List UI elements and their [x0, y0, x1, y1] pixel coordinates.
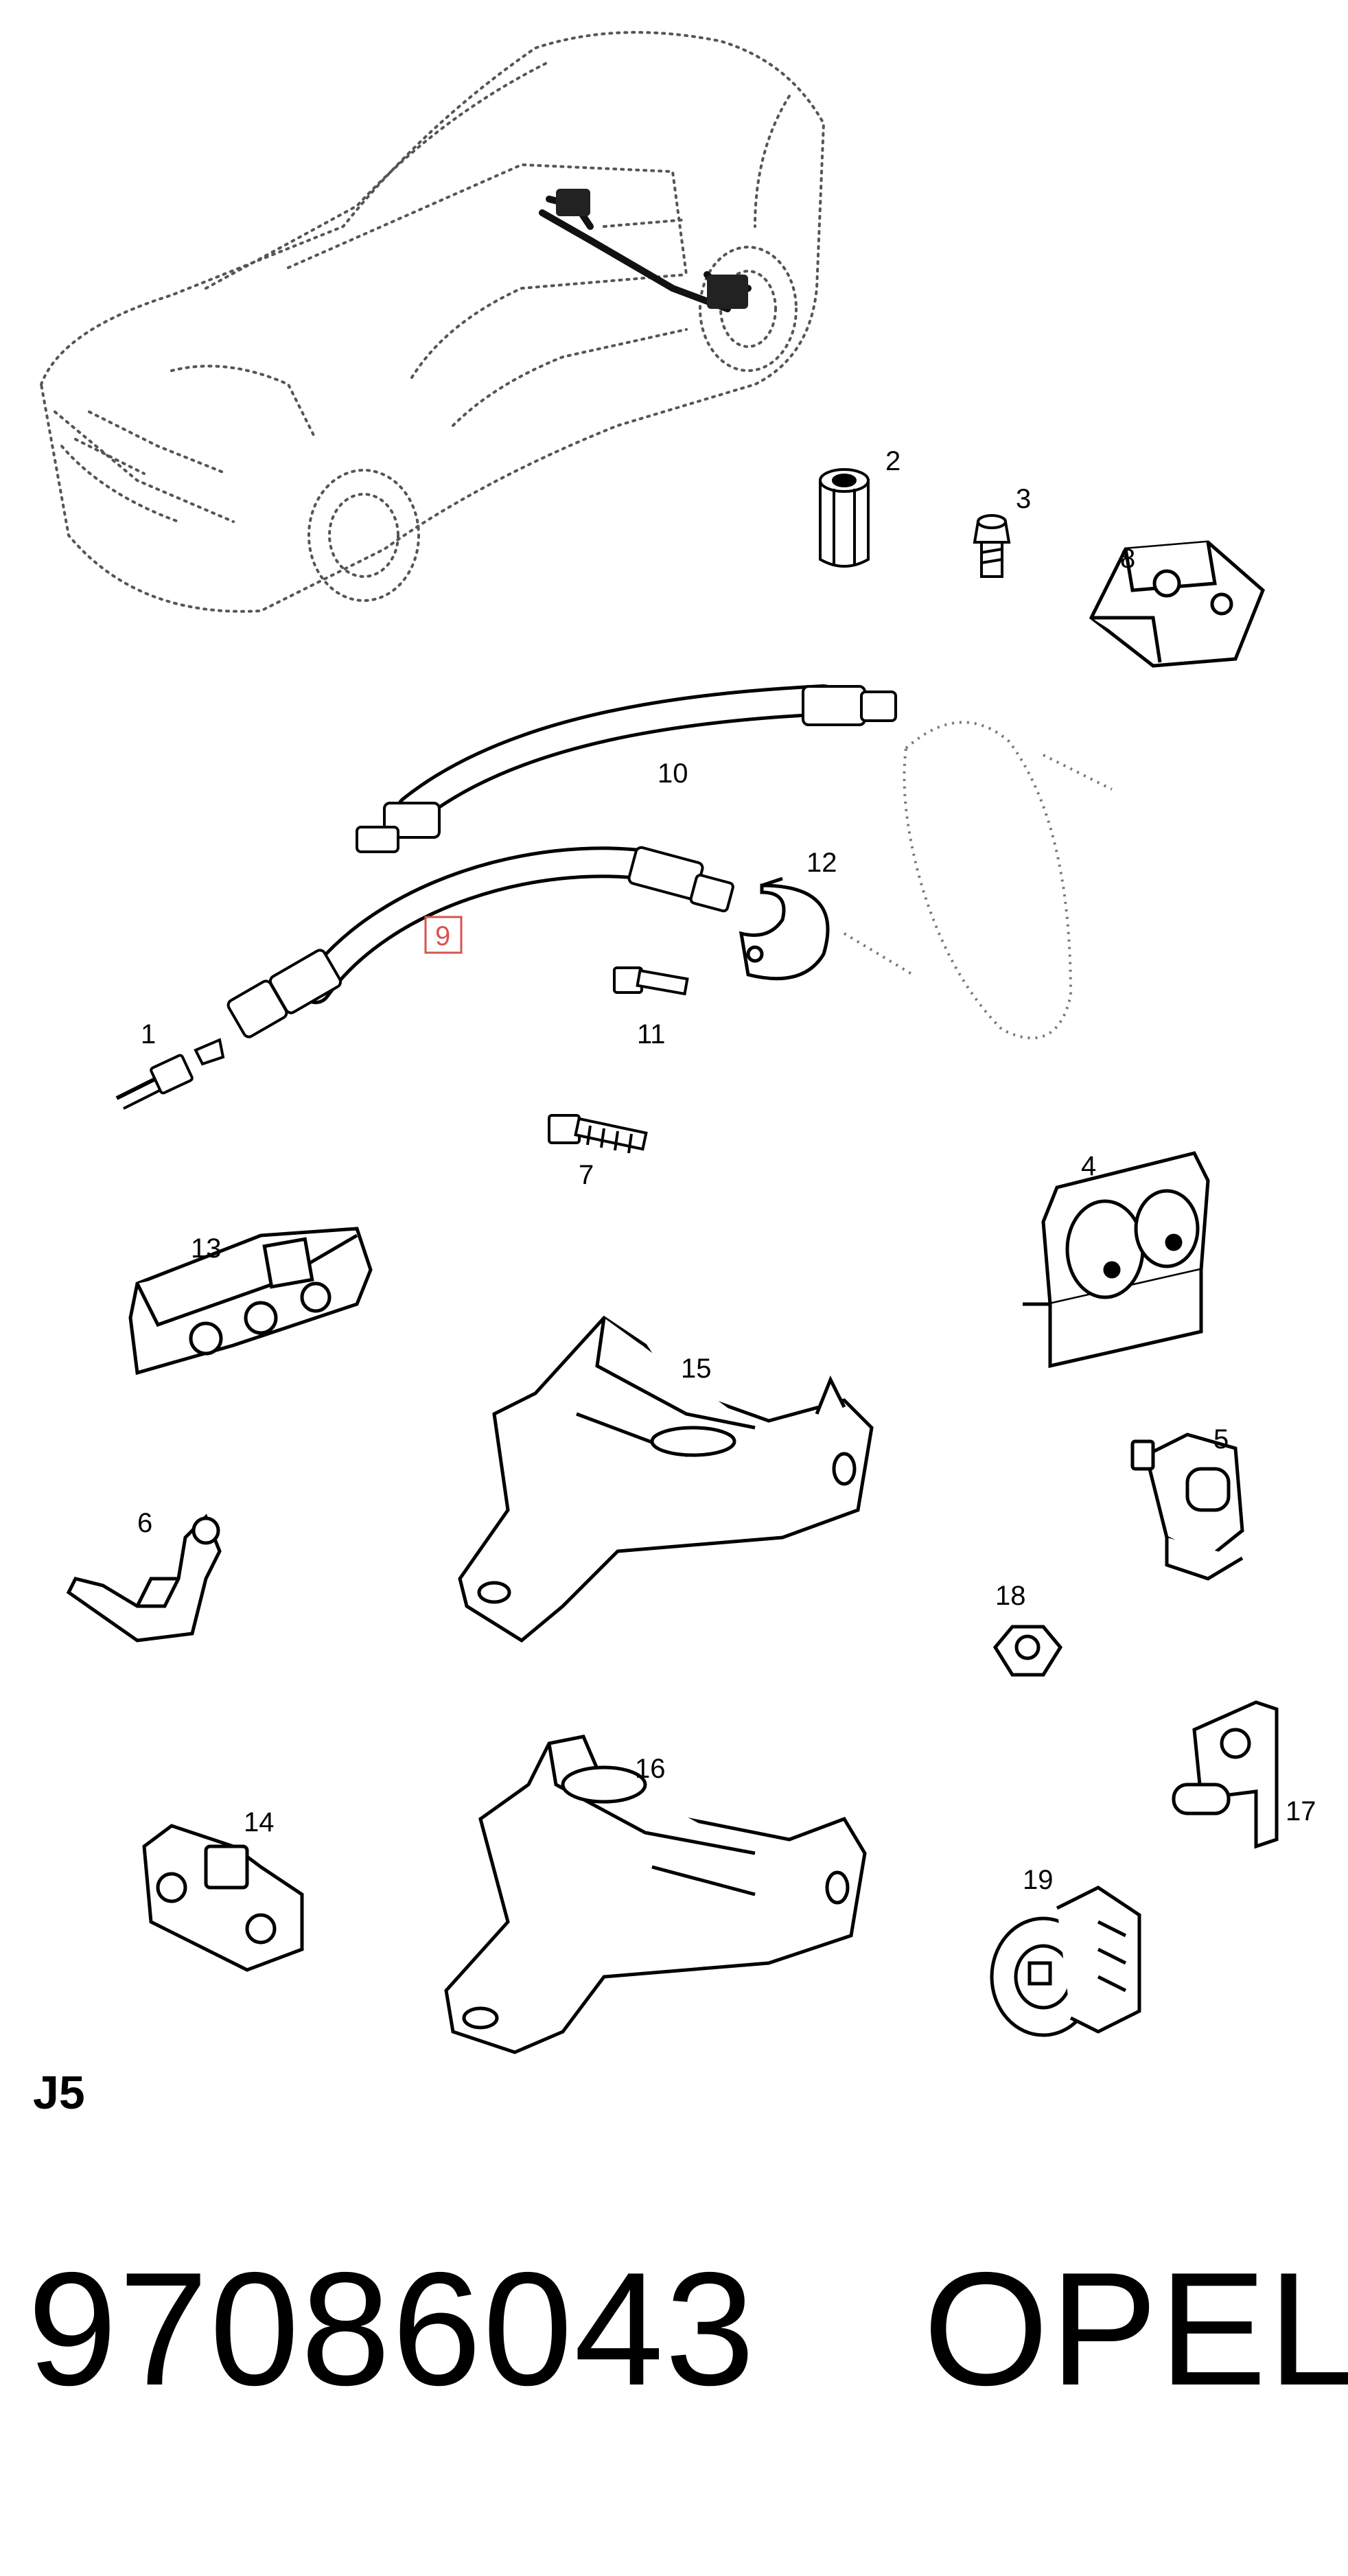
part-19-clip — [990, 1885, 1141, 2037]
part-12-clip — [739, 877, 830, 981]
callout-11: 11 — [637, 1019, 666, 1049]
callout-9: 9 — [435, 921, 450, 951]
car-brake-fittings — [556, 189, 748, 309]
callout-8: 8 — [1120, 544, 1135, 574]
part-1-fitting — [115, 1038, 225, 1110]
caliper-ghost — [843, 721, 1113, 1040]
callout-1: 1 — [141, 1019, 156, 1049]
callout-18: 18 — [995, 1581, 1026, 1611]
part-18-nut — [992, 1625, 1063, 1677]
callout-9-highlight — [424, 916, 463, 954]
part-9-hose — [226, 846, 734, 1038]
page-code: J5 — [33, 2067, 85, 2119]
part-17-stud — [1172, 1700, 1279, 1849]
part-3-screw — [973, 514, 1011, 578]
part-8-clip — [1089, 540, 1265, 668]
callout-13: 13 — [191, 1233, 222, 1264]
callout-6: 6 — [137, 1508, 152, 1538]
part-6-clip — [66, 1513, 222, 1643]
part-13-clip — [128, 1227, 373, 1376]
part-5-stud — [1130, 1432, 1244, 1581]
callout-10: 10 — [658, 758, 688, 789]
part-7-bolt — [548, 1114, 648, 1154]
callout-17: 17 — [1286, 1796, 1316, 1826]
brand-name: OPEL — [923, 2238, 1348, 2419]
callout-12: 12 — [806, 848, 837, 878]
callout-3: 3 — [1016, 484, 1031, 514]
part-15-bracket — [458, 1315, 874, 1643]
part-11-bolt — [613, 966, 689, 996]
callout-15: 15 — [681, 1354, 712, 1384]
callout-16: 16 — [635, 1754, 666, 1784]
callout-5: 5 — [1213, 1424, 1229, 1454]
callout-4: 4 — [1081, 1151, 1096, 1181]
part-14-clip — [142, 1824, 304, 1972]
callout-14: 14 — [244, 1807, 275, 1837]
part-2-adapter — [819, 468, 870, 568]
part-10-hose — [356, 684, 897, 853]
part-4-bracket — [1023, 1151, 1210, 1369]
callout-7: 7 — [579, 1160, 594, 1190]
callout-19: 19 — [1023, 1865, 1054, 1895]
part-number: 97086043 — [27, 2238, 756, 2419]
callout-2: 2 — [885, 446, 900, 476]
part-16-bracket — [444, 1734, 867, 2054]
car-outline — [39, 31, 826, 613]
callout-labels: 1 2 3 4 5 6 7 8 9 10 11 12 13 14 15 16 1… — [137, 446, 1316, 1895]
